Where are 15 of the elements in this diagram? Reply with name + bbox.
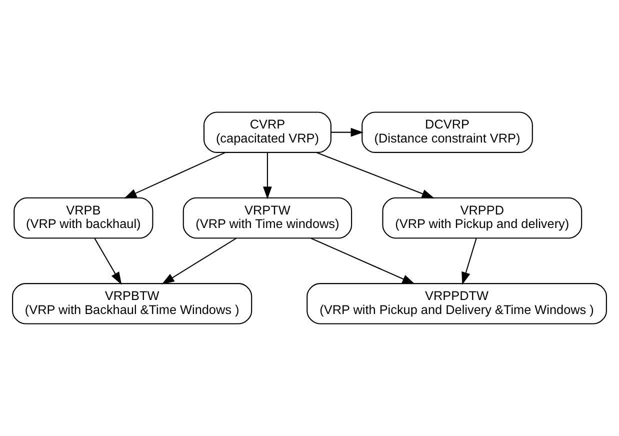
node-box: VRPBTW (VRP with Backhaul &Time Windows ) xyxy=(12,283,252,324)
arrow xyxy=(162,238,237,284)
node-box: DCVRP (Distance constraint VRP) xyxy=(362,112,533,153)
arrow xyxy=(331,128,364,137)
arrow xyxy=(316,152,434,198)
node-box: VRPPD (VRP with Pickup and delivery) xyxy=(382,197,582,239)
arrow xyxy=(263,152,272,200)
node-box: VRPTW (VRP with Time windows) xyxy=(182,197,352,239)
arrow xyxy=(124,152,226,199)
arrow xyxy=(94,238,122,285)
arrow xyxy=(462,238,477,285)
node-box: VRPB (VRP with backhaul) xyxy=(14,197,154,239)
arrow xyxy=(310,238,416,284)
node-box: VRPPDTW (VRP with Pickup and Delivery &Time Windows ) xyxy=(306,283,607,324)
node-box: CVRP (capacitated VRP) xyxy=(203,112,332,153)
